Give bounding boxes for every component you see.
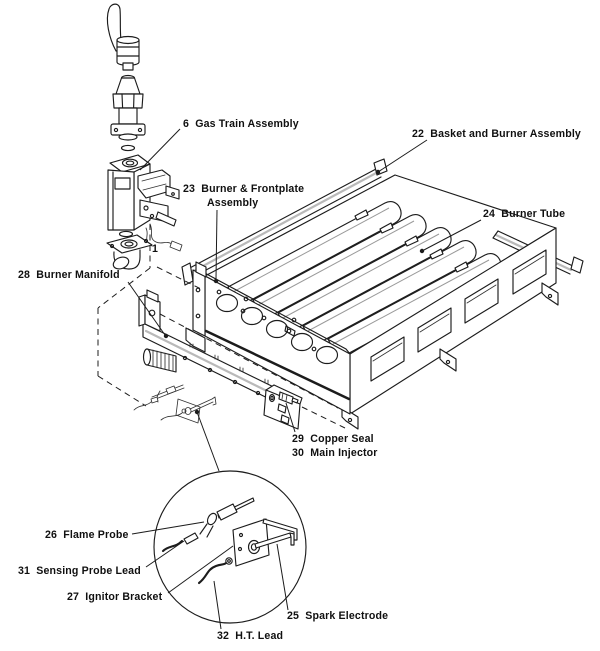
label-30-main-injector: 30 Main Injector (292, 447, 378, 459)
flame-probe-drawing (199, 497, 255, 538)
assembly-dashed-lines (97, 224, 346, 429)
ball-valve-drawing (116, 35, 140, 71)
leader-27 (167, 545, 234, 594)
leader-32 (213, 580, 222, 630)
multifunction-gas-valve-drawing (107, 154, 183, 252)
leader-31 (145, 540, 185, 568)
flanged-elbow-drawing (106, 234, 153, 270)
detail-circle (153, 470, 307, 624)
o-ring-lower (118, 230, 134, 238)
label-23-frontplate-l1: 23 Burner & Frontplate (183, 183, 304, 195)
label-24-burner-tube: 24 Burner Tube (483, 208, 565, 220)
leader-29-30 (285, 402, 296, 433)
leader-23 (215, 209, 218, 280)
probe-parts-sketch (133, 384, 217, 424)
manifold-gas-inlet (142, 348, 177, 373)
label-31-sensing-lead: 31 Sensing Probe Lead (18, 565, 141, 577)
union-connector-drawing (110, 74, 146, 141)
label-28-manifold: 28 Burner Manifold (18, 269, 120, 281)
leader-26 (131, 521, 205, 535)
label-23-frontplate-l2: Assembly (207, 197, 258, 209)
copper-seal-drawing (268, 393, 276, 403)
burner-tube-3 (277, 226, 452, 334)
leader-28 (127, 281, 166, 336)
leader-24 (421, 219, 482, 252)
burner-tube-4 (302, 239, 477, 347)
detail-callout-line (196, 411, 220, 472)
leader-22 (377, 139, 428, 173)
gas-train-assembly-drawing (106, 3, 183, 270)
label-27-ignitor-bracket: 27 Ignitor Bracket (67, 591, 163, 603)
label-1: 1 (152, 243, 158, 255)
burner-tube-1 (227, 200, 402, 308)
spark-electrode-drawing (254, 518, 298, 549)
burner-tubes (227, 200, 502, 360)
injector-bracket-drawing (263, 384, 303, 430)
ht-lead-drawing (197, 557, 233, 585)
detail-circle-outline (153, 470, 307, 624)
leader-6 (139, 128, 181, 171)
label-32-ht-lead: 32 H.T. Lead (217, 630, 283, 642)
label-29-copper-seal: 29 Copper Seal (292, 433, 374, 445)
label-25-spark-electrode: 25 Spark Electrode (287, 610, 388, 622)
burner-tube-2 (252, 213, 427, 321)
label-26-flame-probe: 26 Flame Probe (45, 529, 129, 541)
leader-lines (127, 128, 482, 630)
label-22-basket: 22 Basket and Burner Assembly (412, 128, 581, 140)
callout-labels: 6 Gas Train Assembly 22 Basket and Burne… (18, 118, 581, 642)
basket-burner-assembly-drawing (181, 158, 584, 430)
main-injector-drawing (278, 391, 299, 405)
o-ring-upper (120, 144, 136, 152)
leader-25 (276, 543, 289, 611)
sensing-probe-lead-drawing (161, 532, 199, 553)
label-6-gas-train: 6 Gas Train Assembly (183, 118, 299, 130)
